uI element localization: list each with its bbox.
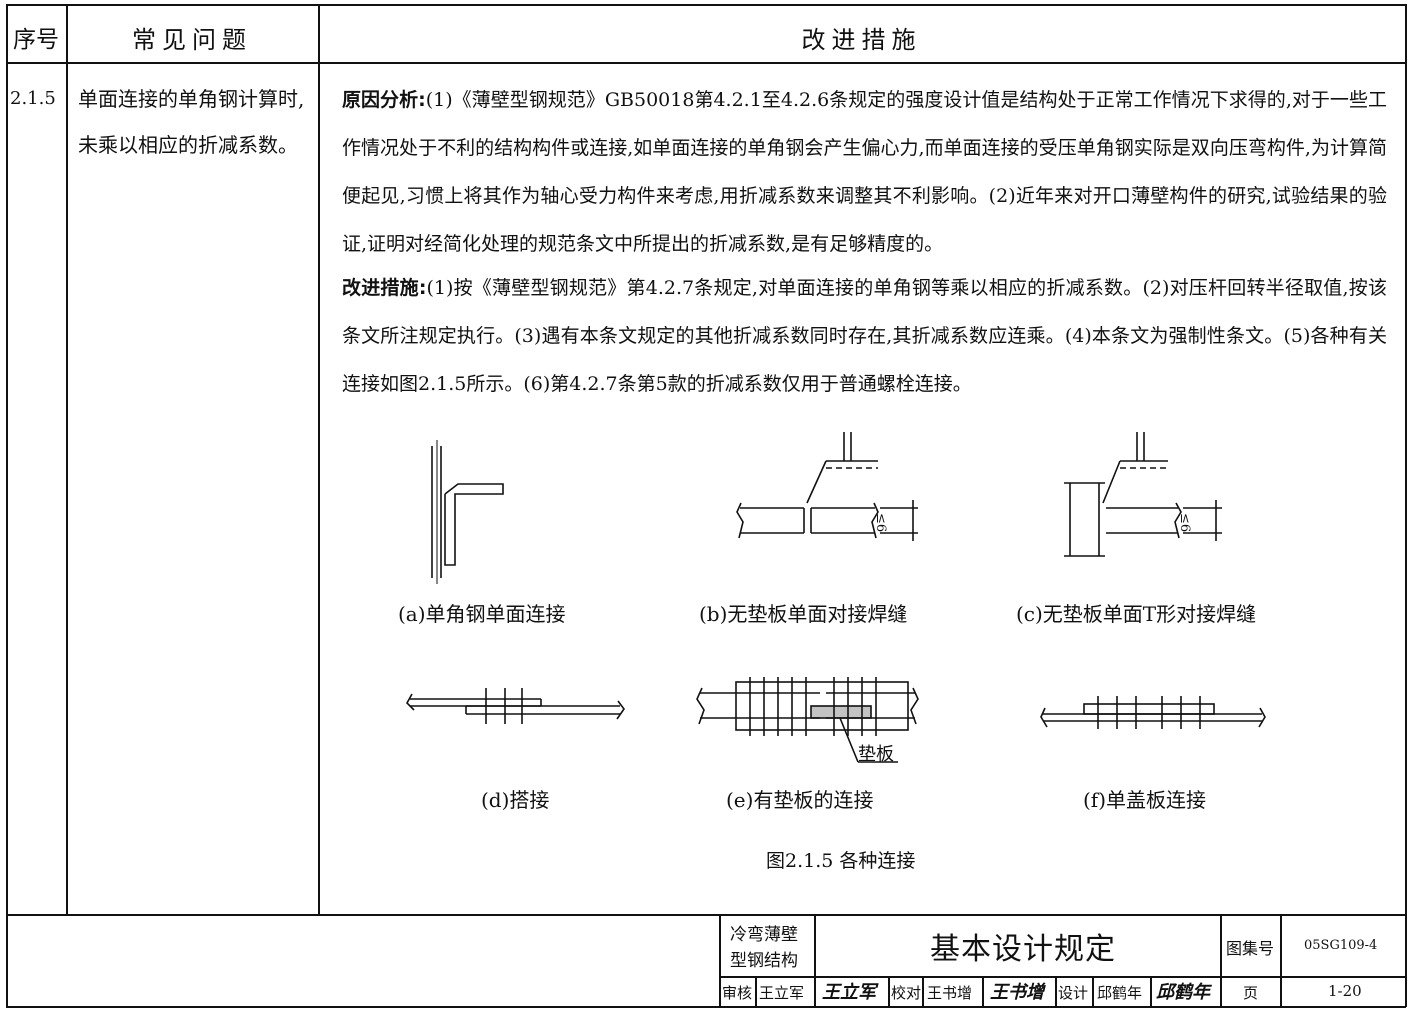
tb-checker-signature: 王书增 <box>990 982 1044 1003</box>
tb-h1 <box>719 976 1406 978</box>
tb-category-1: 冷弯薄壁 <box>730 925 798 945</box>
tb-v3 <box>1220 914 1222 1006</box>
dim-label-c: ≤6 <box>1177 513 1192 533</box>
caption-f: (f)单盖板连接 <box>1083 788 1207 812</box>
tb-design-label: 设计 <box>1058 984 1089 1002</box>
problem-text: 单面连接的单角钢计算时, 未乘以相应的折减系数。 <box>78 76 314 168</box>
col-divider-1 <box>66 4 68 915</box>
tb-review-label: 审核 <box>722 984 753 1002</box>
frame-bottom <box>6 1006 1406 1008</box>
measure-label: 改进措施: <box>342 277 427 299</box>
caption-c: (c)无垫板单面T形对接焊缝 <box>1016 602 1257 626</box>
figure-c-drawing <box>1064 432 1222 557</box>
tb-reviewer: 王立军 <box>759 984 805 1002</box>
tb-designer: 邱鹤年 <box>1097 984 1143 1002</box>
caption-d: (d)搭接 <box>481 788 550 812</box>
tb-sig-v3 <box>888 976 890 1006</box>
pad-label: 垫板 <box>858 744 894 765</box>
dim-label-b: ≤6 <box>873 513 888 533</box>
figure-f-drawing <box>1040 696 1266 729</box>
tb-v1 <box>719 914 721 1006</box>
tb-sig-v8 <box>1150 976 1152 1006</box>
tb-designer-signature: 邱鹤年 <box>1156 982 1210 1003</box>
tb-sig-v2 <box>814 976 816 1006</box>
figure-e-drawing <box>696 677 919 763</box>
tb-sig-v5 <box>982 976 984 1006</box>
figure-d-drawing <box>406 688 625 724</box>
tb-atlas-label: 图集号 <box>1226 939 1275 958</box>
tb-atlas-no: 05SG109-4 <box>1304 938 1378 953</box>
header-measure: 改进措施 <box>801 26 922 54</box>
figure-b-drawing <box>736 432 918 541</box>
body-bottom-rule <box>6 914 1406 916</box>
figure-caption: 图2.1.5 各种连接 <box>766 850 916 872</box>
caption-e: (e)有垫板的连接 <box>726 788 874 812</box>
caption-a: (a)单角钢单面连接 <box>398 602 566 626</box>
tb-checker: 王书增 <box>927 984 973 1002</box>
tb-v4 <box>1280 914 1282 1006</box>
measure-paragraph: 改进措施:(1)按《薄壁型钢规范》第4.2.7条规定,对单面连接的单角钢等乘以相… <box>342 264 1387 408</box>
analysis-paragraph: 原因分析:(1)《薄壁型钢规范》GB50018第4.2.1至4.2.6条规定的强… <box>342 76 1387 268</box>
caption-b: (b)无垫板单面对接焊缝 <box>699 602 908 626</box>
tb-v2 <box>814 914 816 976</box>
tb-page-label: 页 <box>1243 984 1259 1002</box>
tb-page-no: 1-20 <box>1328 982 1362 1000</box>
tb-category-2: 型钢结构 <box>730 951 798 971</box>
problem-line-2: 未乘以相应的折减系数。 <box>78 133 298 157</box>
analysis-label: 原因分析: <box>342 89 426 111</box>
tb-sig-v4 <box>922 976 924 1006</box>
tb-reviewer-signature: 王立军 <box>822 982 876 1003</box>
figure-a-drawing <box>431 440 504 584</box>
frame-top <box>6 4 1406 6</box>
header-no: 序号 <box>13 27 59 53</box>
tb-sig-v1 <box>755 976 757 1006</box>
frame-left <box>6 4 8 1007</box>
header-problem: 常见问题 <box>132 26 252 54</box>
problem-line-1: 单面连接的单角钢计算时, <box>78 87 305 111</box>
tb-check-label: 校对 <box>891 984 922 1002</box>
col-divider-2 <box>318 4 320 915</box>
measure-text: (1)按《薄壁型钢规范》第4.2.7条规定,对单面连接的单角钢等乘以相应的折减系… <box>342 277 1387 395</box>
tb-sig-v6 <box>1055 976 1057 1006</box>
analysis-text: (1)《薄壁型钢规范》GB50018第4.2.1至4.2.6条规定的强度设计值是… <box>342 89 1387 255</box>
frame-right <box>1405 4 1407 1007</box>
header-bottom-rule <box>6 62 1406 64</box>
row-number: 2.1.5 <box>10 88 56 109</box>
tb-title: 基本设计规定 <box>930 932 1116 967</box>
tb-sig-v7 <box>1092 976 1094 1006</box>
